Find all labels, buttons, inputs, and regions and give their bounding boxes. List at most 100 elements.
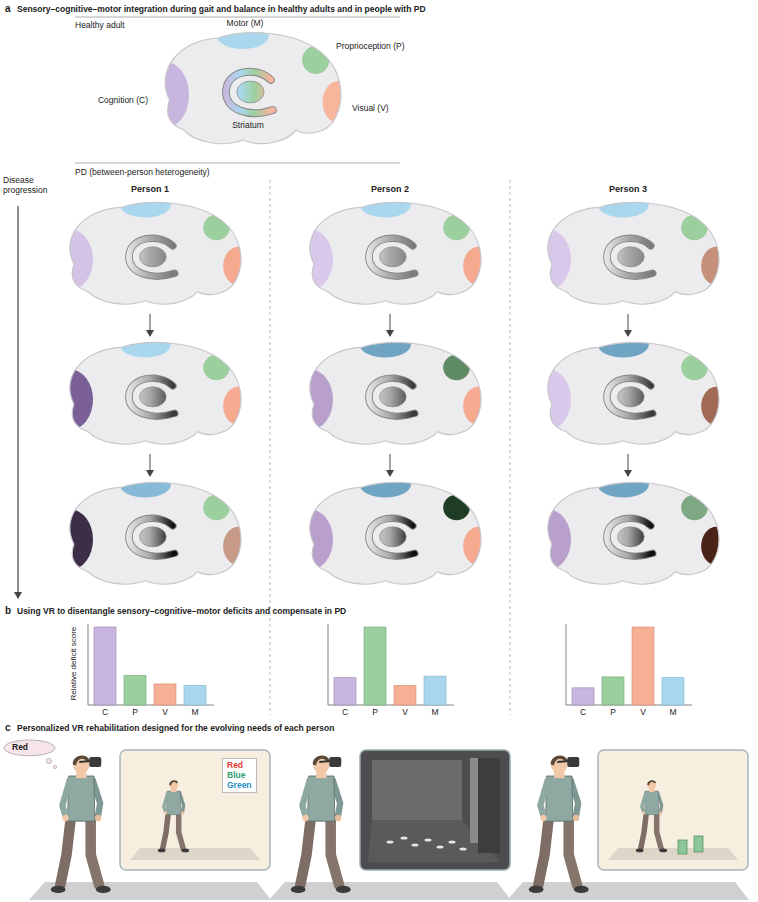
proprioception-region [681, 355, 708, 381]
cognition-region [142, 62, 189, 128]
bar-label: V [162, 708, 168, 718]
caudate-outline [607, 238, 653, 276]
putamen [140, 247, 167, 267]
proprioception-region [681, 215, 708, 241]
brain-regions [525, 472, 731, 570]
brain-regions [525, 332, 731, 430]
visual-region [463, 387, 493, 426]
leg [538, 818, 549, 885]
deficit-bar [94, 627, 116, 705]
shoe [529, 886, 544, 893]
stage-arrow [150, 314, 151, 336]
cognition-region [47, 509, 93, 569]
bar-label: M [431, 708, 438, 718]
shoe [181, 848, 189, 852]
brain-body [70, 483, 241, 585]
footprint [412, 844, 419, 847]
motor-region [120, 332, 171, 358]
visual-region [701, 247, 731, 286]
region-label: Cognition (C) [98, 96, 148, 106]
person-label: Person 2 [371, 184, 409, 194]
caudate [226, 72, 273, 113]
motor-region [360, 192, 411, 218]
footprint [425, 839, 432, 842]
head [647, 781, 656, 790]
brain-outline [70, 343, 241, 445]
visual-region [223, 247, 253, 286]
progression-arrow [17, 206, 18, 598]
brain [47, 472, 253, 584]
virtual-floor [608, 848, 738, 860]
region-label: Striatum [232, 121, 264, 131]
node-text: Blue [227, 771, 252, 781]
region-label: Visual (V) [352, 104, 389, 114]
leg [300, 818, 311, 885]
footprint [460, 848, 467, 851]
stage-arrow [150, 454, 151, 476]
separator-line [510, 180, 511, 715]
stage-arrow [390, 314, 391, 336]
bubble-shape [4, 740, 55, 756]
stage-arrow [628, 314, 629, 336]
leg [657, 813, 661, 848]
panel-letter: b [5, 605, 11, 617]
bubble-outline [4, 740, 55, 756]
walking-person [636, 780, 667, 852]
rule-line [75, 163, 400, 164]
shoe [51, 886, 66, 893]
brain-body [548, 203, 719, 305]
shoe [636, 848, 644, 852]
deficit-bar [364, 627, 386, 705]
bar-label: C [580, 708, 586, 718]
proprioception-region [681, 495, 708, 521]
putamen [140, 387, 167, 407]
bar-label: V [402, 708, 408, 718]
proprioception-region [302, 46, 329, 74]
proprioception-region [443, 215, 470, 241]
group-label: Healthy adult [75, 21, 125, 31]
node-text: Red [227, 761, 252, 771]
node-text: Red [12, 743, 47, 753]
walking-person [51, 755, 111, 893]
shoe [336, 886, 351, 893]
hand [302, 815, 308, 821]
hand [642, 811, 645, 814]
footprint [401, 837, 408, 840]
deficit-bar [602, 677, 624, 705]
caudate-outline [369, 238, 415, 276]
deficit-bar [184, 686, 206, 706]
motor-region [120, 472, 171, 498]
head [169, 781, 178, 790]
proprioception-region [203, 495, 230, 521]
vr-headset [329, 757, 341, 767]
bar-label: P [610, 708, 616, 718]
rule-line [75, 17, 400, 18]
proprioception-region [203, 215, 230, 241]
brain-outline [70, 203, 241, 305]
brain-outline [310, 203, 481, 305]
brain-body [165, 33, 341, 144]
leg [91, 818, 99, 885]
brain [287, 192, 493, 304]
panel-heading: Sensory–cognitive–motor integration duri… [17, 5, 426, 15]
head [551, 756, 568, 773]
shoe [659, 848, 667, 852]
brain-body [70, 343, 241, 445]
brain [142, 21, 354, 144]
footprint [387, 841, 394, 844]
caudate-outline [607, 378, 653, 416]
chart-axis [328, 624, 329, 705]
caudate [607, 238, 653, 276]
caudate-outline [129, 378, 175, 416]
deficit-bar [124, 675, 146, 705]
brain-regions [287, 192, 493, 290]
person-label: Person 3 [609, 184, 647, 194]
hand [181, 811, 184, 814]
brain [287, 472, 493, 584]
motor-region [598, 192, 649, 218]
shoe [96, 886, 111, 893]
deficit-bar [154, 684, 176, 705]
leg [163, 813, 169, 848]
brain [525, 332, 731, 444]
